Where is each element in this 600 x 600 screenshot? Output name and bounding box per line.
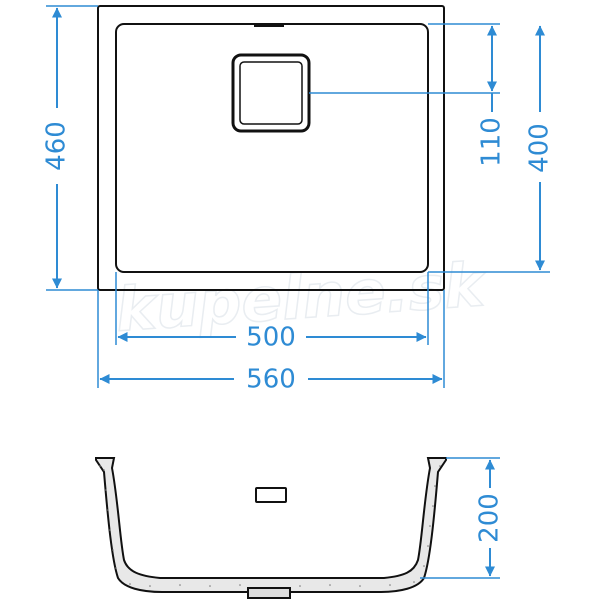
dimension-outer-width: 560 bbox=[97, 290, 445, 395]
dimension-inner-width: 500 bbox=[115, 272, 429, 353]
top-view bbox=[97, 5, 445, 291]
sink-section-wall bbox=[95, 457, 447, 599]
dim-label-200: 200 bbox=[475, 493, 505, 543]
sink-outer-rim bbox=[97, 5, 445, 291]
dimension-drain-offset: 110 bbox=[309, 23, 507, 167]
dim-label-110: 110 bbox=[477, 117, 507, 167]
drain-inner bbox=[239, 61, 303, 125]
drain-outer bbox=[231, 53, 311, 133]
dimension-depth: 200 bbox=[420, 457, 505, 579]
dim-label-500: 500 bbox=[246, 323, 296, 353]
side-section-view bbox=[95, 457, 447, 599]
overflow-slot bbox=[254, 23, 284, 27]
section-stipple bbox=[99, 465, 441, 587]
dim-label-560: 560 bbox=[246, 365, 296, 395]
side-overflow-slot bbox=[255, 487, 287, 503]
drain-outlet bbox=[247, 587, 291, 599]
dimension-inner-height: 400 bbox=[428, 25, 555, 273]
dim-label-400: 400 bbox=[525, 123, 555, 173]
dim-label-460: 460 bbox=[42, 121, 72, 171]
dimension-outer-height: 460 bbox=[42, 5, 98, 291]
sink-inner-bowl bbox=[115, 23, 429, 273]
watermark-text: kupelne.sk bbox=[114, 250, 490, 346]
